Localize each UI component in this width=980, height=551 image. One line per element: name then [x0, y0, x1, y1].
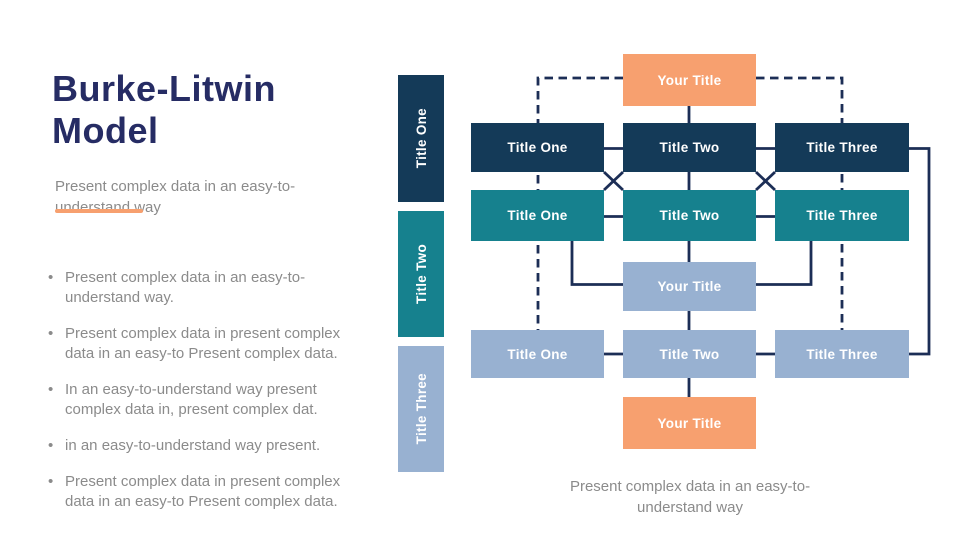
grid-box: Title Three: [775, 330, 909, 378]
bullet-item: Present complex data in present complex …: [48, 324, 366, 364]
bullet-list: Present complex data in an easy-to-under…: [48, 268, 366, 527]
grid-box: Title One: [471, 190, 604, 241]
grid-box: Title Two: [623, 123, 756, 172]
side-label-text: Title Three: [413, 373, 429, 445]
side-label-text: Title Two: [413, 244, 429, 304]
side-label-text: Title One: [413, 108, 429, 169]
grid-box: Title Two: [623, 330, 756, 378]
side-label-title-two: Title Two: [398, 211, 444, 337]
bullet-item: Present complex data in present complex …: [48, 472, 366, 512]
bullet-item: In an easy-to-understand way present com…: [48, 380, 366, 420]
grid-box: Title Two: [623, 190, 756, 241]
bullet-item: Present complex data in an easy-to-under…: [48, 268, 366, 308]
accent-divider: [55, 209, 143, 213]
bottom-banner: Your Title: [623, 397, 756, 449]
grid-box: Title One: [471, 123, 604, 172]
grid-box: Title One: [471, 330, 604, 378]
side-label-title-three: Title Three: [398, 346, 444, 472]
side-label-title-one: Title One: [398, 75, 444, 202]
diagram-caption: Present complex data in an easy-to-under…: [569, 478, 811, 516]
middle-banner: Your Title: [623, 262, 756, 311]
grid-box: Title Three: [775, 123, 909, 172]
page-title: Burke-Litwin Model: [52, 68, 277, 152]
grid-box: Title Three: [775, 190, 909, 241]
bullet-item: in an easy-to-understand way present.: [48, 436, 366, 456]
top-banner: Your Title: [623, 54, 756, 106]
